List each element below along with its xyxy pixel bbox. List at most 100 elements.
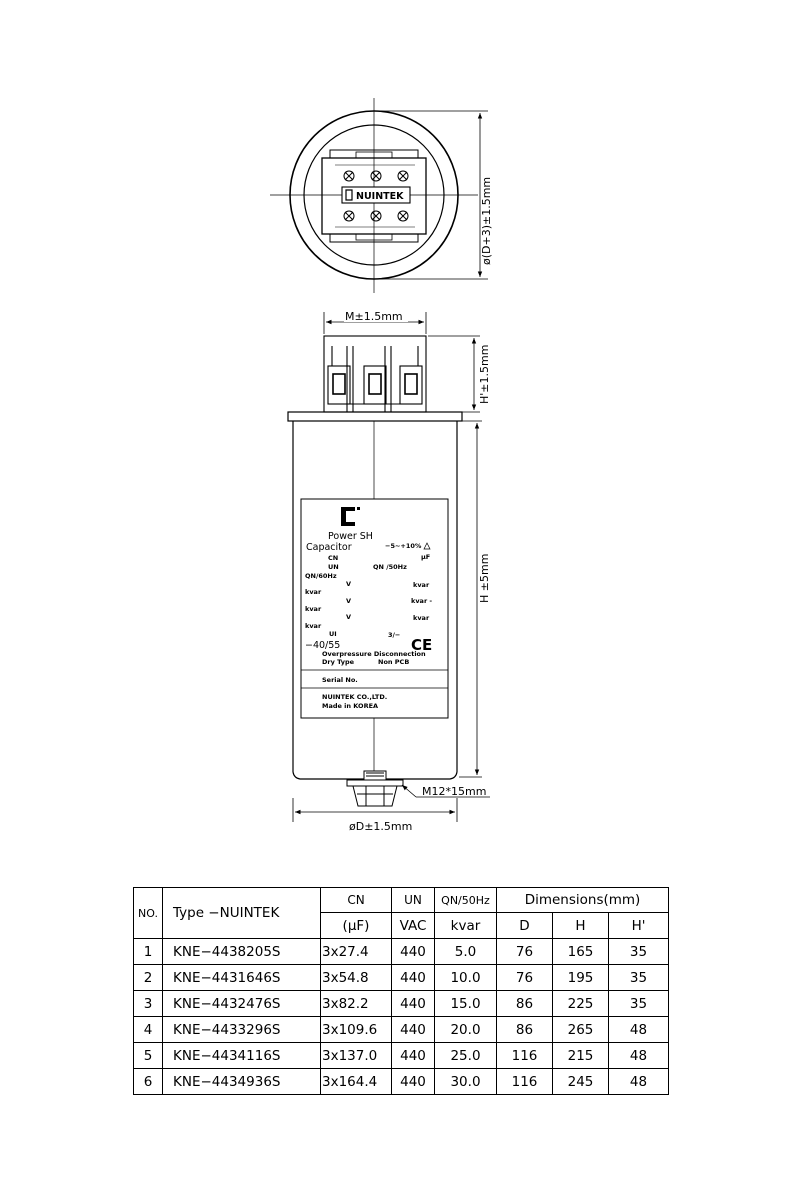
np-uf: μF (421, 553, 430, 561)
cell-un: 440 (391, 990, 435, 1017)
capacitor-body (287, 411, 463, 782)
capacitor-drawing: NUINTEK ø(D+3)±1.5mm M±1.5mm H'±1.5mm (270, 98, 493, 833)
cell-type: KNE−4431646S (162, 964, 321, 991)
h-dim-label: H ±5mm (478, 554, 491, 603)
header-cn: CN (320, 887, 392, 913)
cell-h-prime: 35 (607, 990, 670, 1017)
cell-un: 440 (391, 1042, 435, 1069)
np-kvar-r2: kvar - (411, 597, 432, 605)
np-kvar-l1: kvar (305, 588, 322, 596)
header-type: Type −NUINTEK (162, 887, 321, 939)
cell-h: 195 (552, 964, 609, 991)
cell-no: 5 (133, 1042, 163, 1069)
cell-un: 440 (391, 964, 435, 991)
cell-type: KNE−4438205S (162, 938, 321, 965)
np-ui: UI (329, 630, 337, 638)
d-dimension (292, 798, 458, 822)
cell-cn: 3x54.8 (320, 964, 392, 991)
np-cn: CN (328, 554, 338, 562)
cell-type: KNE−4432476S (162, 990, 321, 1017)
cell-cn: 3x82.2 (320, 990, 392, 1017)
cell-no: 3 (133, 990, 163, 1017)
np-kvar-r3: kvar (413, 614, 430, 622)
cell-no: 4 (133, 1016, 163, 1043)
np-kvar-r1: kvar (413, 581, 430, 589)
cell-qn: 25.0 (434, 1042, 497, 1069)
cell-h: 225 (552, 990, 609, 1017)
cell-h-prime: 48 (607, 1068, 670, 1095)
spec-table: NO. Type −NUINTEK CN UN QN/50Hz Dimensio… (133, 887, 670, 1095)
cell-d: 116 (496, 1042, 553, 1069)
np-qn60: QN/60Hz (305, 572, 337, 580)
np-phase: 3/− (388, 631, 400, 639)
m-dim-label: M±1.5mm (345, 310, 403, 323)
table-row: 2 KNE−4431646S 3x54.8 440 10.0 76 195 35 (133, 964, 670, 991)
brand-logo-box (341, 186, 411, 204)
brand-label: NUINTEK (356, 191, 404, 202)
header-h-prime: H' (607, 912, 670, 939)
np-company: NUINTEK CO.,LTD. (322, 693, 387, 701)
cell-h-prime: 48 (607, 1016, 670, 1043)
cell-qn: 10.0 (434, 964, 497, 991)
table-row: 6 KNE−4434936S 3x164.4 440 30.0 116 245 … (133, 1068, 670, 1095)
np-v3: V (346, 613, 351, 621)
cell-d: 86 (496, 1016, 553, 1043)
nameplate (300, 498, 449, 719)
cell-type: KNE−4434936S (162, 1068, 321, 1095)
warning-triangle-icon (423, 542, 431, 550)
np-made-in: Made in KOREA (322, 702, 378, 710)
header-qn-unit: kvar (434, 912, 497, 939)
nameplate-logo-icon (341, 507, 355, 526)
table-row: 5 KNE−4434116S 3x137.0 440 25.0 116 215 … (133, 1042, 670, 1069)
cell-cn: 3x164.4 (320, 1068, 392, 1095)
np-non-pcb: Non PCB (378, 658, 409, 666)
h-prime-dimension (428, 335, 480, 413)
top-view-dim-label: ø(D+3)±1.5mm (480, 177, 493, 265)
cell-h-prime: 48 (607, 1042, 670, 1069)
np-overpressure: Overpressure Disconnection (322, 650, 426, 658)
d-dim-label: øD±1.5mm (349, 820, 412, 833)
header-un: UN (391, 887, 435, 913)
terminal-block-side (323, 335, 427, 413)
screw-icon (343, 170, 409, 222)
np-tolerance: −5∼+10% (385, 542, 422, 550)
cell-qn: 30.0 (434, 1068, 497, 1095)
np-temp: −40/55 (305, 640, 340, 651)
cell-d: 76 (496, 964, 553, 991)
cell-type: KNE−4434116S (162, 1042, 321, 1069)
header-cn-unit: (μF) (320, 912, 392, 939)
header-h: H (552, 912, 609, 939)
np-capacitor: Capacitor (306, 542, 352, 553)
header-dimensions: Dimensions(mm) (495, 887, 670, 913)
table-row: 3 KNE−4432476S 3x82.2 440 15.0 86 225 35 (133, 990, 670, 1017)
cell-qn: 20.0 (434, 1016, 497, 1043)
np-kvar-l2: kvar (305, 605, 322, 613)
cell-d: 116 (496, 1068, 553, 1095)
header-qn: QN/50Hz (434, 887, 497, 913)
cell-no: 1 (133, 938, 163, 965)
cell-cn: 3x137.0 (320, 1042, 392, 1069)
header-no: NO. (133, 887, 163, 939)
np-v1: V (346, 580, 351, 588)
table-row: 4 KNE−4433296S 3x109.6 440 20.0 86 265 4… (133, 1016, 670, 1043)
cell-un: 440 (391, 938, 435, 965)
ce-mark-icon: CE (411, 636, 432, 654)
table-row: 1 KNE−4438205S 3x27.4 440 5.0 76 165 35 (133, 938, 670, 965)
np-qn50: QN /50Hz (373, 563, 407, 571)
header-d: D (496, 912, 553, 939)
np-dry-type: Dry Type (322, 658, 355, 666)
top-view-dimension (374, 110, 488, 280)
cell-no: 2 (133, 964, 163, 991)
cell-h: 165 (552, 938, 609, 965)
np-serial: Serial No. (322, 676, 358, 684)
cell-h: 245 (552, 1068, 609, 1095)
np-power: Power SH (328, 531, 373, 542)
cell-cn: 3x109.6 (320, 1016, 392, 1043)
cell-h: 265 (552, 1016, 609, 1043)
cell-h-prime: 35 (607, 938, 670, 965)
cell-cn: 3x27.4 (320, 938, 392, 965)
bolt-dim-label: M12*15mm (422, 785, 486, 798)
np-v2: V (346, 597, 351, 605)
cell-un: 440 (391, 1068, 435, 1095)
cell-type: KNE−4433296S (162, 1016, 321, 1043)
